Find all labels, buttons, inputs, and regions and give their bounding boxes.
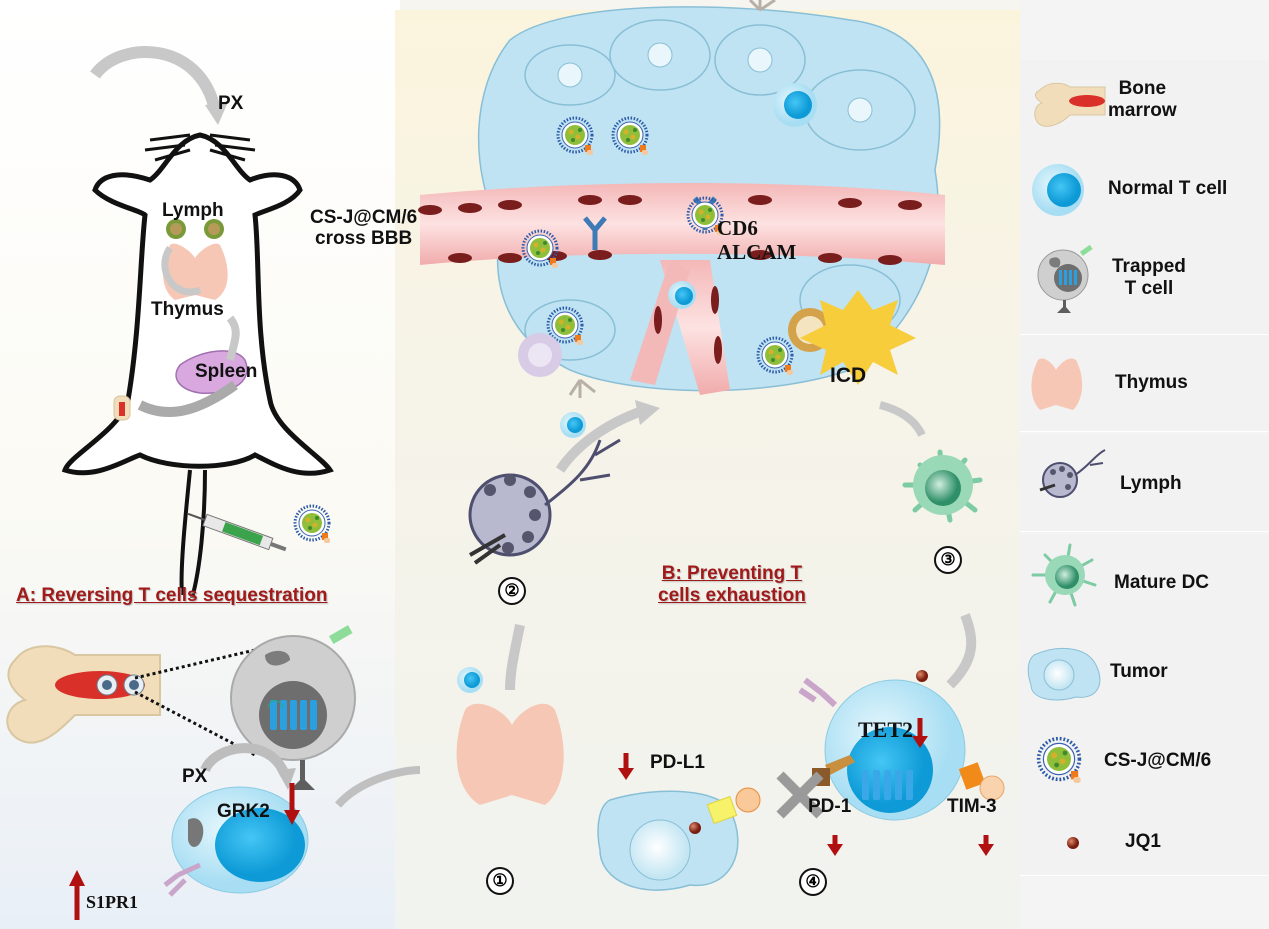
legend-label-thymus: Thymus xyxy=(1115,372,1188,393)
step-1-marker: ① xyxy=(486,867,514,895)
legend-label-bone-marrow: Bone marrow xyxy=(1108,78,1177,121)
thymus-icon xyxy=(1031,358,1083,410)
legend-label-normal-t-cell: Normal T cell xyxy=(1108,178,1228,199)
process-flow-illustration xyxy=(456,400,1005,891)
mouse-body-illustration xyxy=(61,46,334,599)
section-b-title: B: Preventing T cells exhaustion xyxy=(658,563,806,607)
mature-dc-icon xyxy=(1031,543,1097,607)
cross-bbb-line1: CS-J@CM/6 xyxy=(310,207,418,228)
mouse-lymph-label: Lymph xyxy=(162,200,224,221)
grk2-label: GRK2 xyxy=(217,801,270,822)
trapped-t-cell-icon xyxy=(1037,244,1093,313)
cross-bbb-label: CS-J@CM/6 cross BBB xyxy=(310,207,418,250)
legend-label-tumor: Tumor xyxy=(1110,661,1168,682)
section-b-title-line1: B: Preventing T xyxy=(661,563,803,584)
step-3-marker: ③ xyxy=(934,546,962,574)
mouse-spleen-label: Spleen xyxy=(195,361,258,382)
mouse-thymus-label: Thymus xyxy=(151,299,224,320)
tim3-label: TIM-3 xyxy=(947,796,997,817)
s1pr1-label: S1PR1 xyxy=(86,892,139,912)
step-4-marker: ④ xyxy=(799,868,827,896)
pd1-label: PD-1 xyxy=(808,796,852,817)
tet2-label: TET2 xyxy=(858,717,914,742)
lymph-icon xyxy=(1039,449,1106,498)
normal-t-cell-icon xyxy=(1032,164,1084,216)
nanoparticle-icon xyxy=(1036,736,1083,783)
step-2-marker: ② xyxy=(498,577,526,605)
bone-marrow-zoom-illustration xyxy=(6,625,421,920)
jq1-icon xyxy=(1067,837,1079,849)
legend-row-jq1 xyxy=(1020,805,1269,876)
brain-tumor-tissue-illustration xyxy=(418,0,945,398)
legend-label-lymph: Lymph xyxy=(1120,473,1182,494)
bone-marrow-icon xyxy=(1034,82,1106,127)
section-b-title-line2: cells exhaustion xyxy=(658,584,806,606)
tumor-icon xyxy=(1027,647,1101,701)
section-a-title: A: Reversing T cells sequestration xyxy=(16,585,328,606)
legend-label-trapped-t-cell: Trapped T cell xyxy=(1112,256,1186,299)
cross-bbb-line2: cross BBB xyxy=(315,227,413,249)
alcam-label: ALCAM xyxy=(717,240,797,264)
cd6-label: CD6 xyxy=(717,216,758,240)
px-label: PX xyxy=(182,766,208,787)
legend-label-nanoparticle: CS-J@CM/6 xyxy=(1104,750,1212,771)
legend-row-thymus xyxy=(1020,335,1269,432)
icd-label: ICD xyxy=(830,364,867,387)
legend-label-jq1: JQ1 xyxy=(1125,831,1161,852)
pdl1-label: PD-L1 xyxy=(650,752,705,773)
mouse-px-label: PX xyxy=(218,93,244,114)
legend-label-mature-dc: Mature DC xyxy=(1114,572,1210,593)
